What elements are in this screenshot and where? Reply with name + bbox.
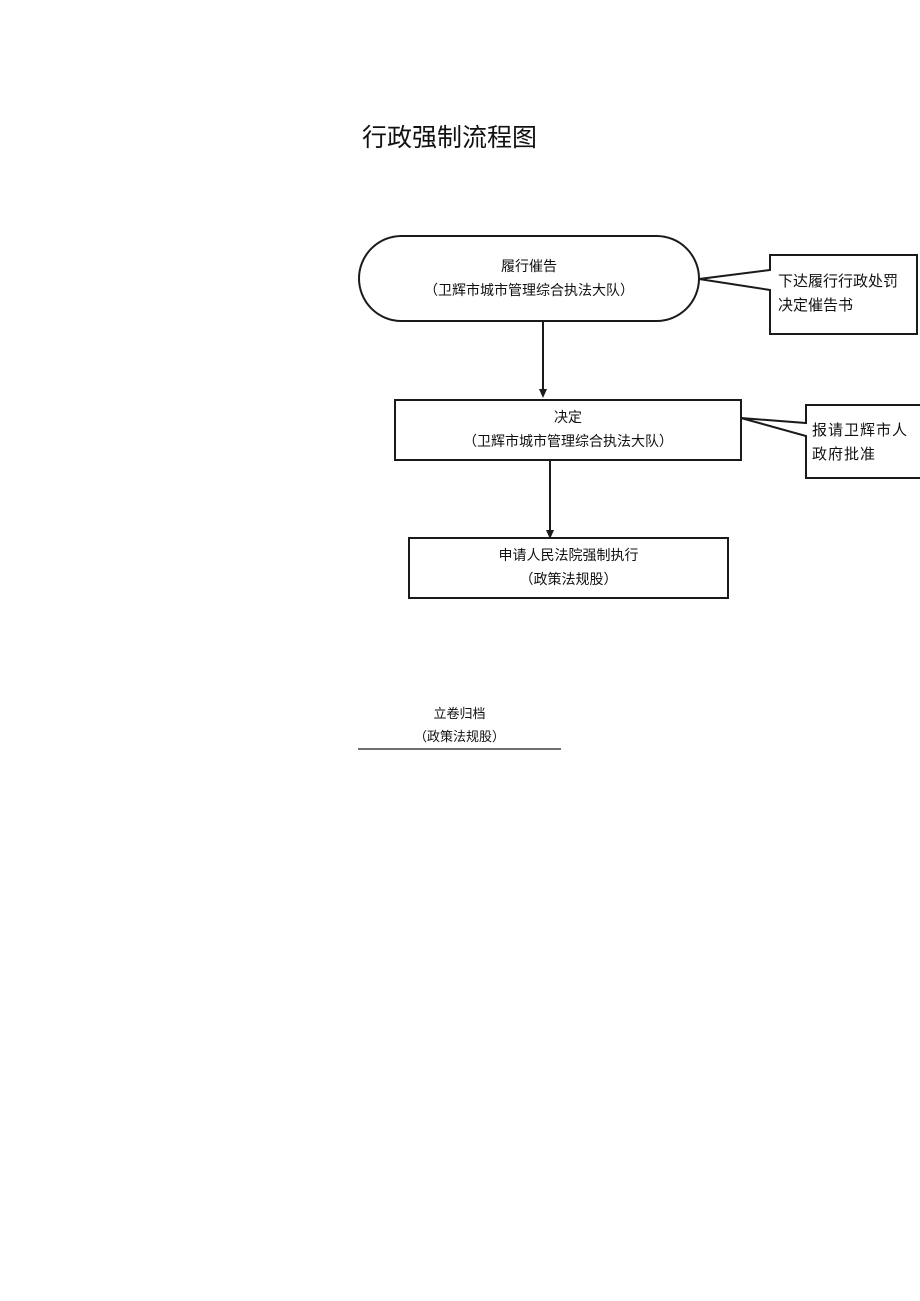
arrow-notice-to-decision-head: [539, 389, 547, 398]
arrow-decision-to-court-head: [546, 530, 554, 539]
decision-node-shape: [394, 399, 742, 461]
court-node-owner: （政策法规股）: [519, 572, 618, 588]
decision-note-line1: 报请卫辉市人: [812, 421, 909, 439]
decision-note-line2: 政府批准: [812, 445, 877, 463]
notice-node-owner: （卫辉市城市管理综合执法大队）: [424, 283, 634, 299]
notice-node: 履行催告 （卫辉市城市管理综合执法大队）: [359, 255, 699, 303]
archive-step: 立卷归档 （政策法规股）: [358, 703, 561, 749]
notice-note-line1: 下达履行行政处罚: [778, 272, 899, 290]
notice-note: 下达履行行政处罚 决定催告书: [778, 269, 898, 317]
decision-node: 决定 （卫辉市城市管理综合执法大队）: [395, 406, 741, 454]
page-title: 行政强制流程图: [362, 123, 538, 152]
decision-node-owner: （卫辉市城市管理综合执法大队）: [463, 434, 673, 450]
decision-note-callout: [740, 404, 920, 479]
decision-node-title: 决定: [554, 410, 582, 426]
court-node-shape: [408, 537, 729, 599]
notice-note-line2: 决定催告书: [778, 296, 854, 314]
notice-node-title: 履行催告: [501, 259, 557, 275]
court-node: 申请人民法院强制执行 （政策法规股）: [409, 544, 728, 592]
archive-title: 立卷归档: [433, 707, 486, 722]
notice-note-callout: [698, 254, 918, 335]
decision-note: 报请卫辉市人 政府批准: [812, 418, 908, 466]
court-node-title: 申请人民法院强制执行: [498, 548, 639, 564]
archive-owner: （政策法规股）: [413, 730, 505, 745]
